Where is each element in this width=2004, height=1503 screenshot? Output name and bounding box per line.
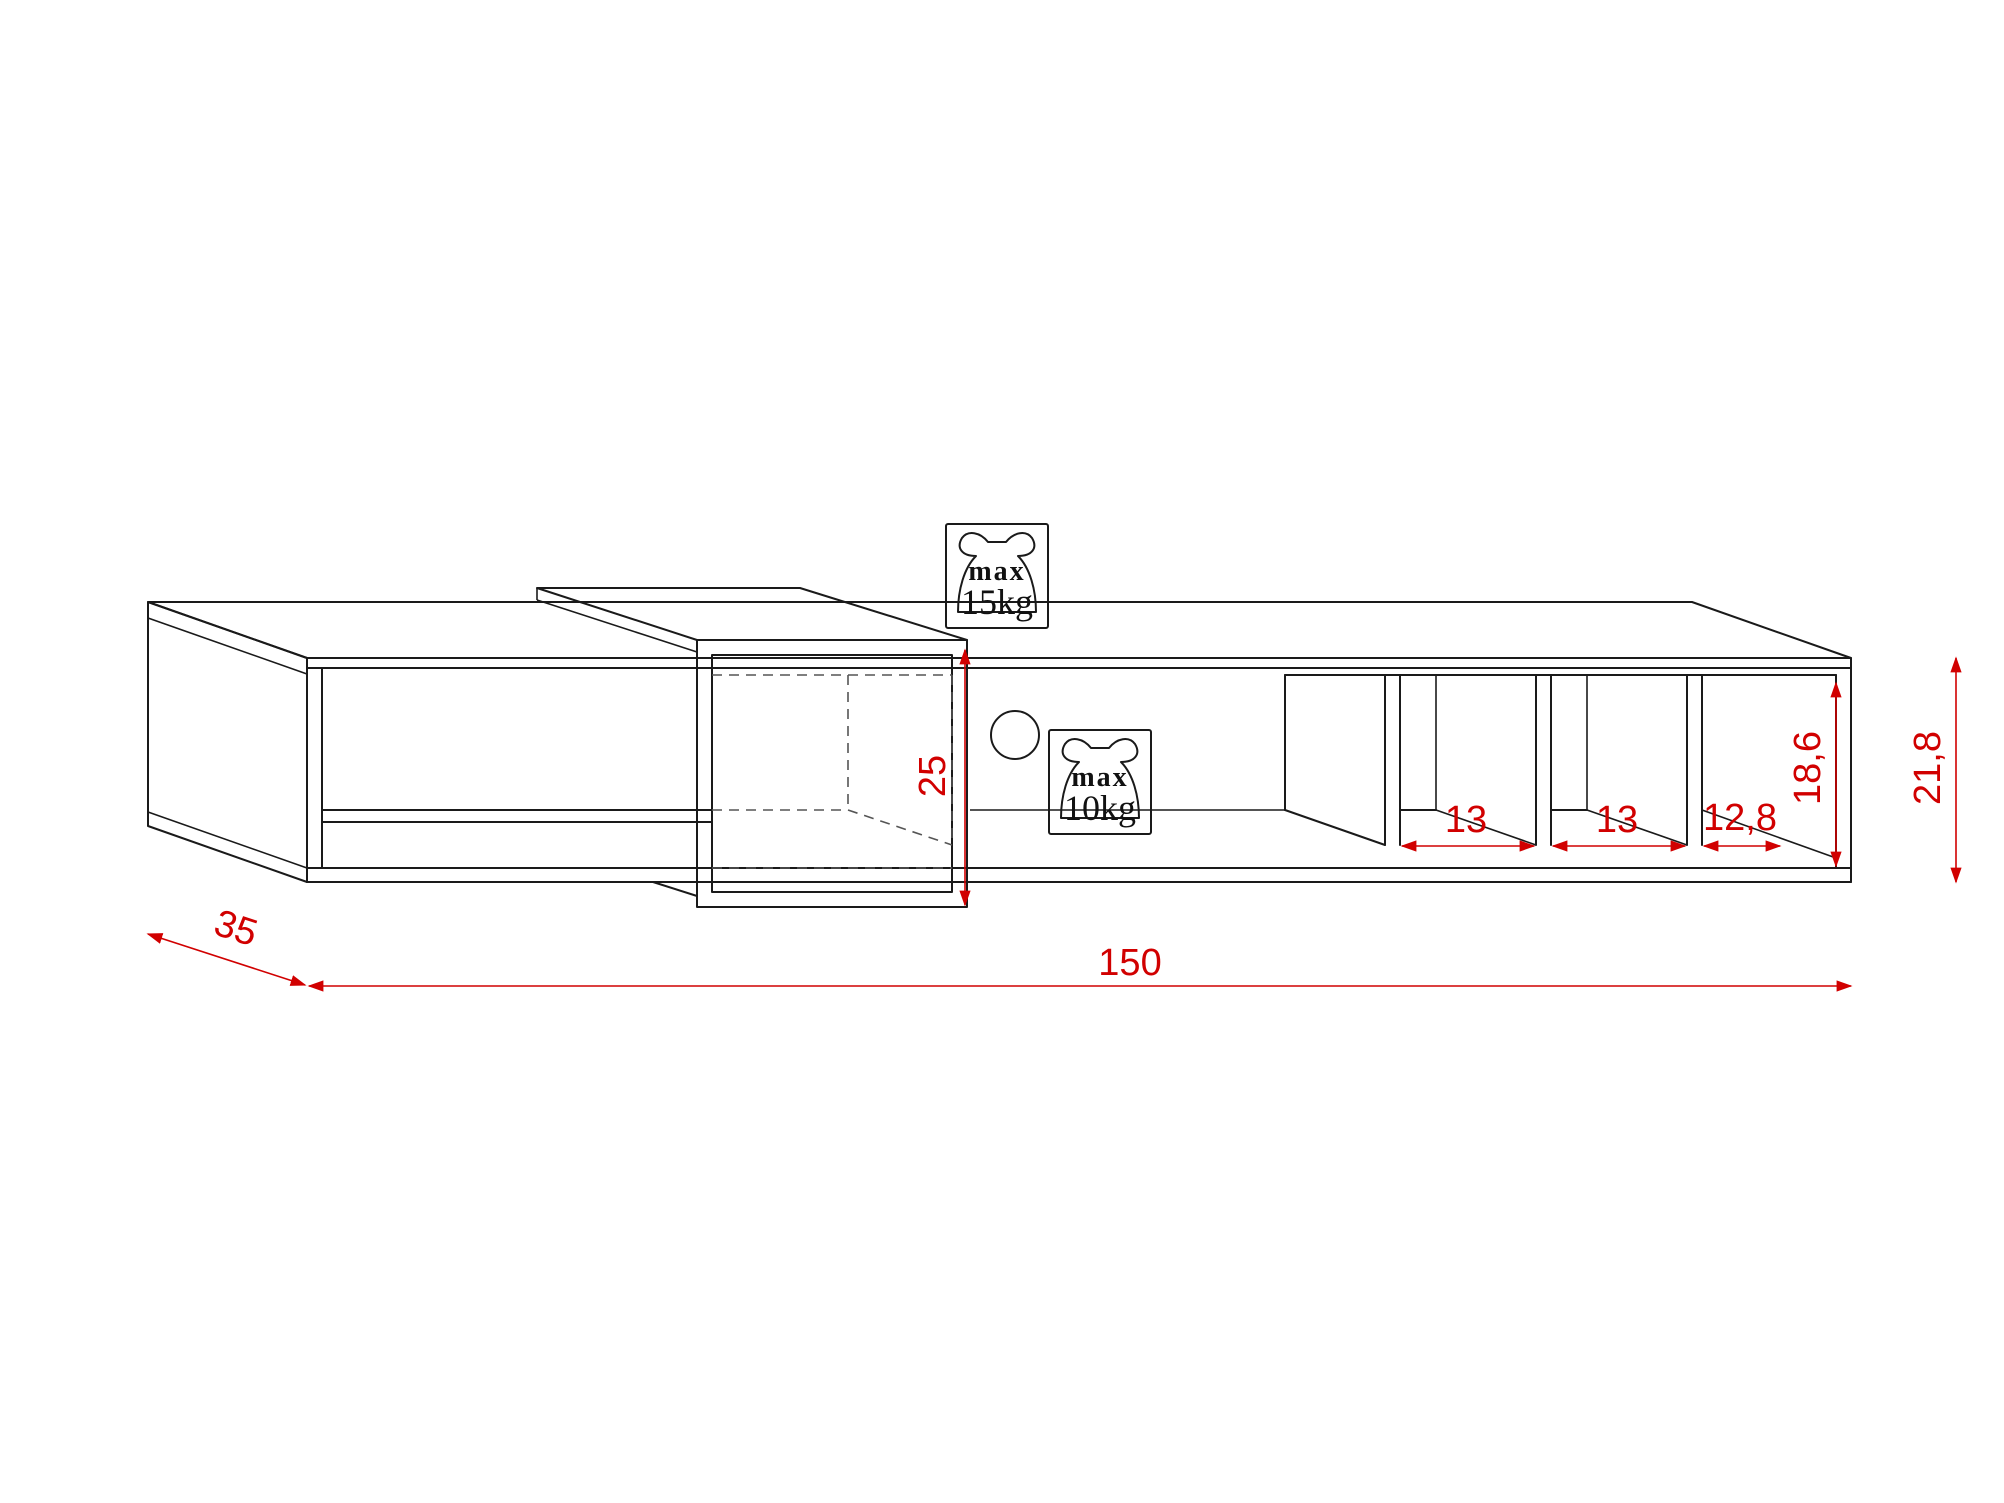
dim-box-height: 25 [912, 755, 954, 797]
badge-label: max [1071, 762, 1128, 793]
cable-hole [990, 710, 1040, 760]
dim-depth-line [146, 933, 307, 986]
load-badge-10kg: max 10kg [1048, 729, 1152, 835]
top-box [536, 587, 968, 908]
dim-inner-height: 18,6 [1787, 731, 1829, 805]
dim-comp2: 13 [1596, 799, 1638, 841]
weight-icon [957, 532, 1037, 613]
weight-icon [1060, 738, 1140, 819]
hidden-edges [712, 674, 953, 869]
dim-comp1: 13 [1445, 799, 1487, 841]
load-badge-15kg: max 15kg [945, 523, 1049, 629]
badge-label: max [968, 556, 1025, 587]
dim-total-height: 21,8 [1907, 731, 1949, 805]
dim-width: 150 [1098, 942, 1161, 984]
dimensions: 35 150 25 18,6 21,8 13 13 12,8 [146, 648, 1962, 992]
main-cabinet [147, 601, 1852, 883]
badge-value: 10kg [1064, 788, 1136, 828]
top-box-top [536, 587, 968, 641]
right-compartments [1284, 674, 1837, 869]
dim-comp3: 12,8 [1703, 797, 1777, 839]
dim-depth: 35 [209, 902, 262, 955]
badge-value: 15kg [961, 582, 1033, 622]
